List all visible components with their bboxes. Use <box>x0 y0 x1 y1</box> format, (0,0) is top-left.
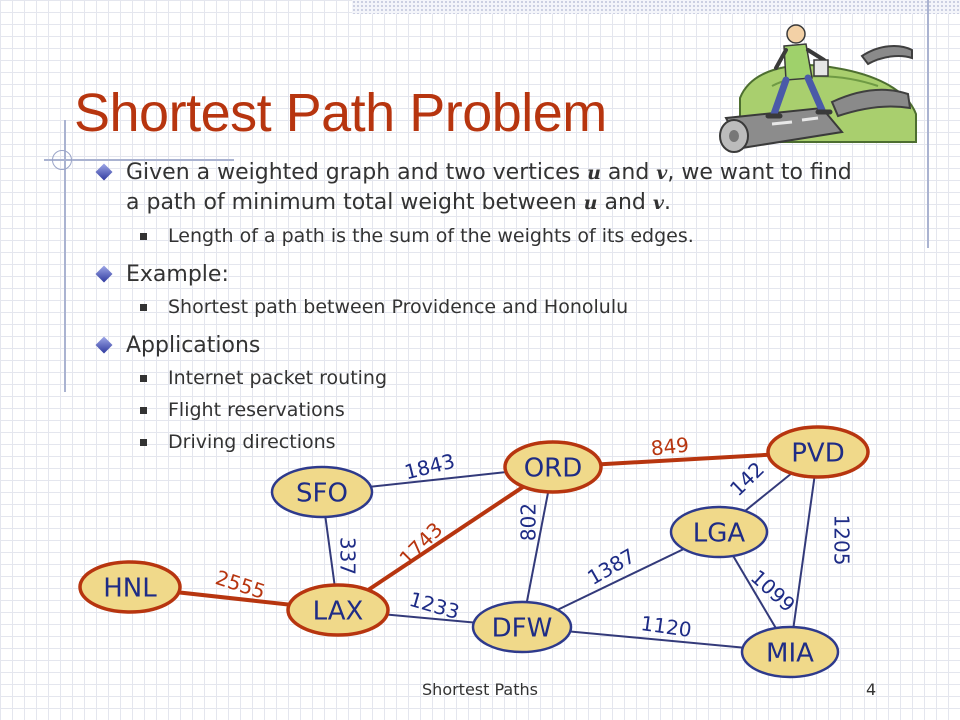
node-label-lax: LAX <box>313 597 364 627</box>
sub-bullet-item: Internet packet routing <box>96 364 866 392</box>
page-number: 4 <box>866 680 877 699</box>
edge-weight-label: 849 <box>650 433 690 461</box>
node-ord <box>503 440 603 494</box>
rule-crosshair <box>44 159 234 161</box>
sub-bullet-text: Flight reservations <box>168 399 345 421</box>
node-lax <box>286 583 390 637</box>
math-variable: v <box>652 192 664 214</box>
bullet-item: Applications <box>95 331 866 360</box>
node-label-pvd: PVD <box>791 439 845 469</box>
edge-weight-label: 142 <box>725 457 769 501</box>
node-pvd <box>766 425 870 479</box>
node-hnl <box>78 560 182 614</box>
crosshair-circle <box>52 150 72 170</box>
node-sfo <box>270 465 374 519</box>
sub-bullet-item: Driving directions <box>96 428 866 456</box>
square-bullet-icon <box>140 439 147 446</box>
sub-bullet-text: Shortest path between Providence and Hon… <box>168 296 629 318</box>
rule-left <box>64 120 66 392</box>
node-label-ord: ORD <box>524 454 583 484</box>
bullet-text: . <box>663 190 671 215</box>
edge-weight-label: 337 <box>336 537 360 575</box>
edge-weight-label: 1205 <box>830 515 854 566</box>
sub-bullet-item: Length of a path is the sum of the weigh… <box>96 222 866 250</box>
node-label-lga: LGA <box>693 519 746 549</box>
bullet-text: Applications <box>126 333 261 358</box>
square-bullet-icon <box>140 407 147 414</box>
edge-weight-label: 802 <box>517 503 541 541</box>
edge-pvd-mia <box>789 451 819 653</box>
bullet-text: Example: <box>126 262 229 287</box>
bullet-text: Given a weighted graph and two vertices <box>126 160 588 185</box>
bullet-item: Example: <box>95 260 866 289</box>
edge-ord-dfw <box>521 466 554 628</box>
math-variable: u <box>587 162 601 184</box>
node-label-sfo: SFO <box>296 479 348 509</box>
math-variable: v <box>656 162 668 184</box>
node-lga <box>669 505 769 559</box>
node-mia <box>740 625 840 679</box>
square-bullet-icon <box>140 233 147 240</box>
edge-lax-ord <box>336 465 555 612</box>
node-label-hnl: HNL <box>103 574 157 604</box>
sub-bullet-text: Driving directions <box>168 431 336 453</box>
bullet-item: Given a weighted graph and two vertices … <box>95 158 866 218</box>
rule-right <box>927 0 929 248</box>
node-dfw <box>471 600 573 654</box>
bullet-text: and <box>597 190 653 215</box>
header-band <box>352 0 960 14</box>
square-bullet-icon <box>140 375 147 382</box>
sub-bullet-item: Flight reservations <box>96 396 866 424</box>
math-variable: u <box>583 192 598 214</box>
person-walking-on-road-clipart-icon <box>719 24 917 153</box>
square-bullet-icon <box>140 304 147 311</box>
bullet-text: and <box>600 160 657 185</box>
sub-bullet-text: Internet packet routing <box>168 367 388 389</box>
slide-title: Shortest Path Problem <box>74 83 607 143</box>
sub-bullet-item: Shortest path between Providence and Hon… <box>96 293 866 321</box>
node-label-mia: MIA <box>766 639 814 669</box>
sub-bullet-text: Length of a path is the sum of the weigh… <box>168 225 694 247</box>
bullet-text: , we want to find a path of minimum tota… <box>126 160 852 215</box>
edge-weight-label: 1120 <box>639 611 693 642</box>
slide-footer: Shortest Paths <box>422 680 538 699</box>
bullet-list: Given a weighted graph and two vertices … <box>95 158 866 456</box>
node-label-dfw: DFW <box>492 614 553 644</box>
